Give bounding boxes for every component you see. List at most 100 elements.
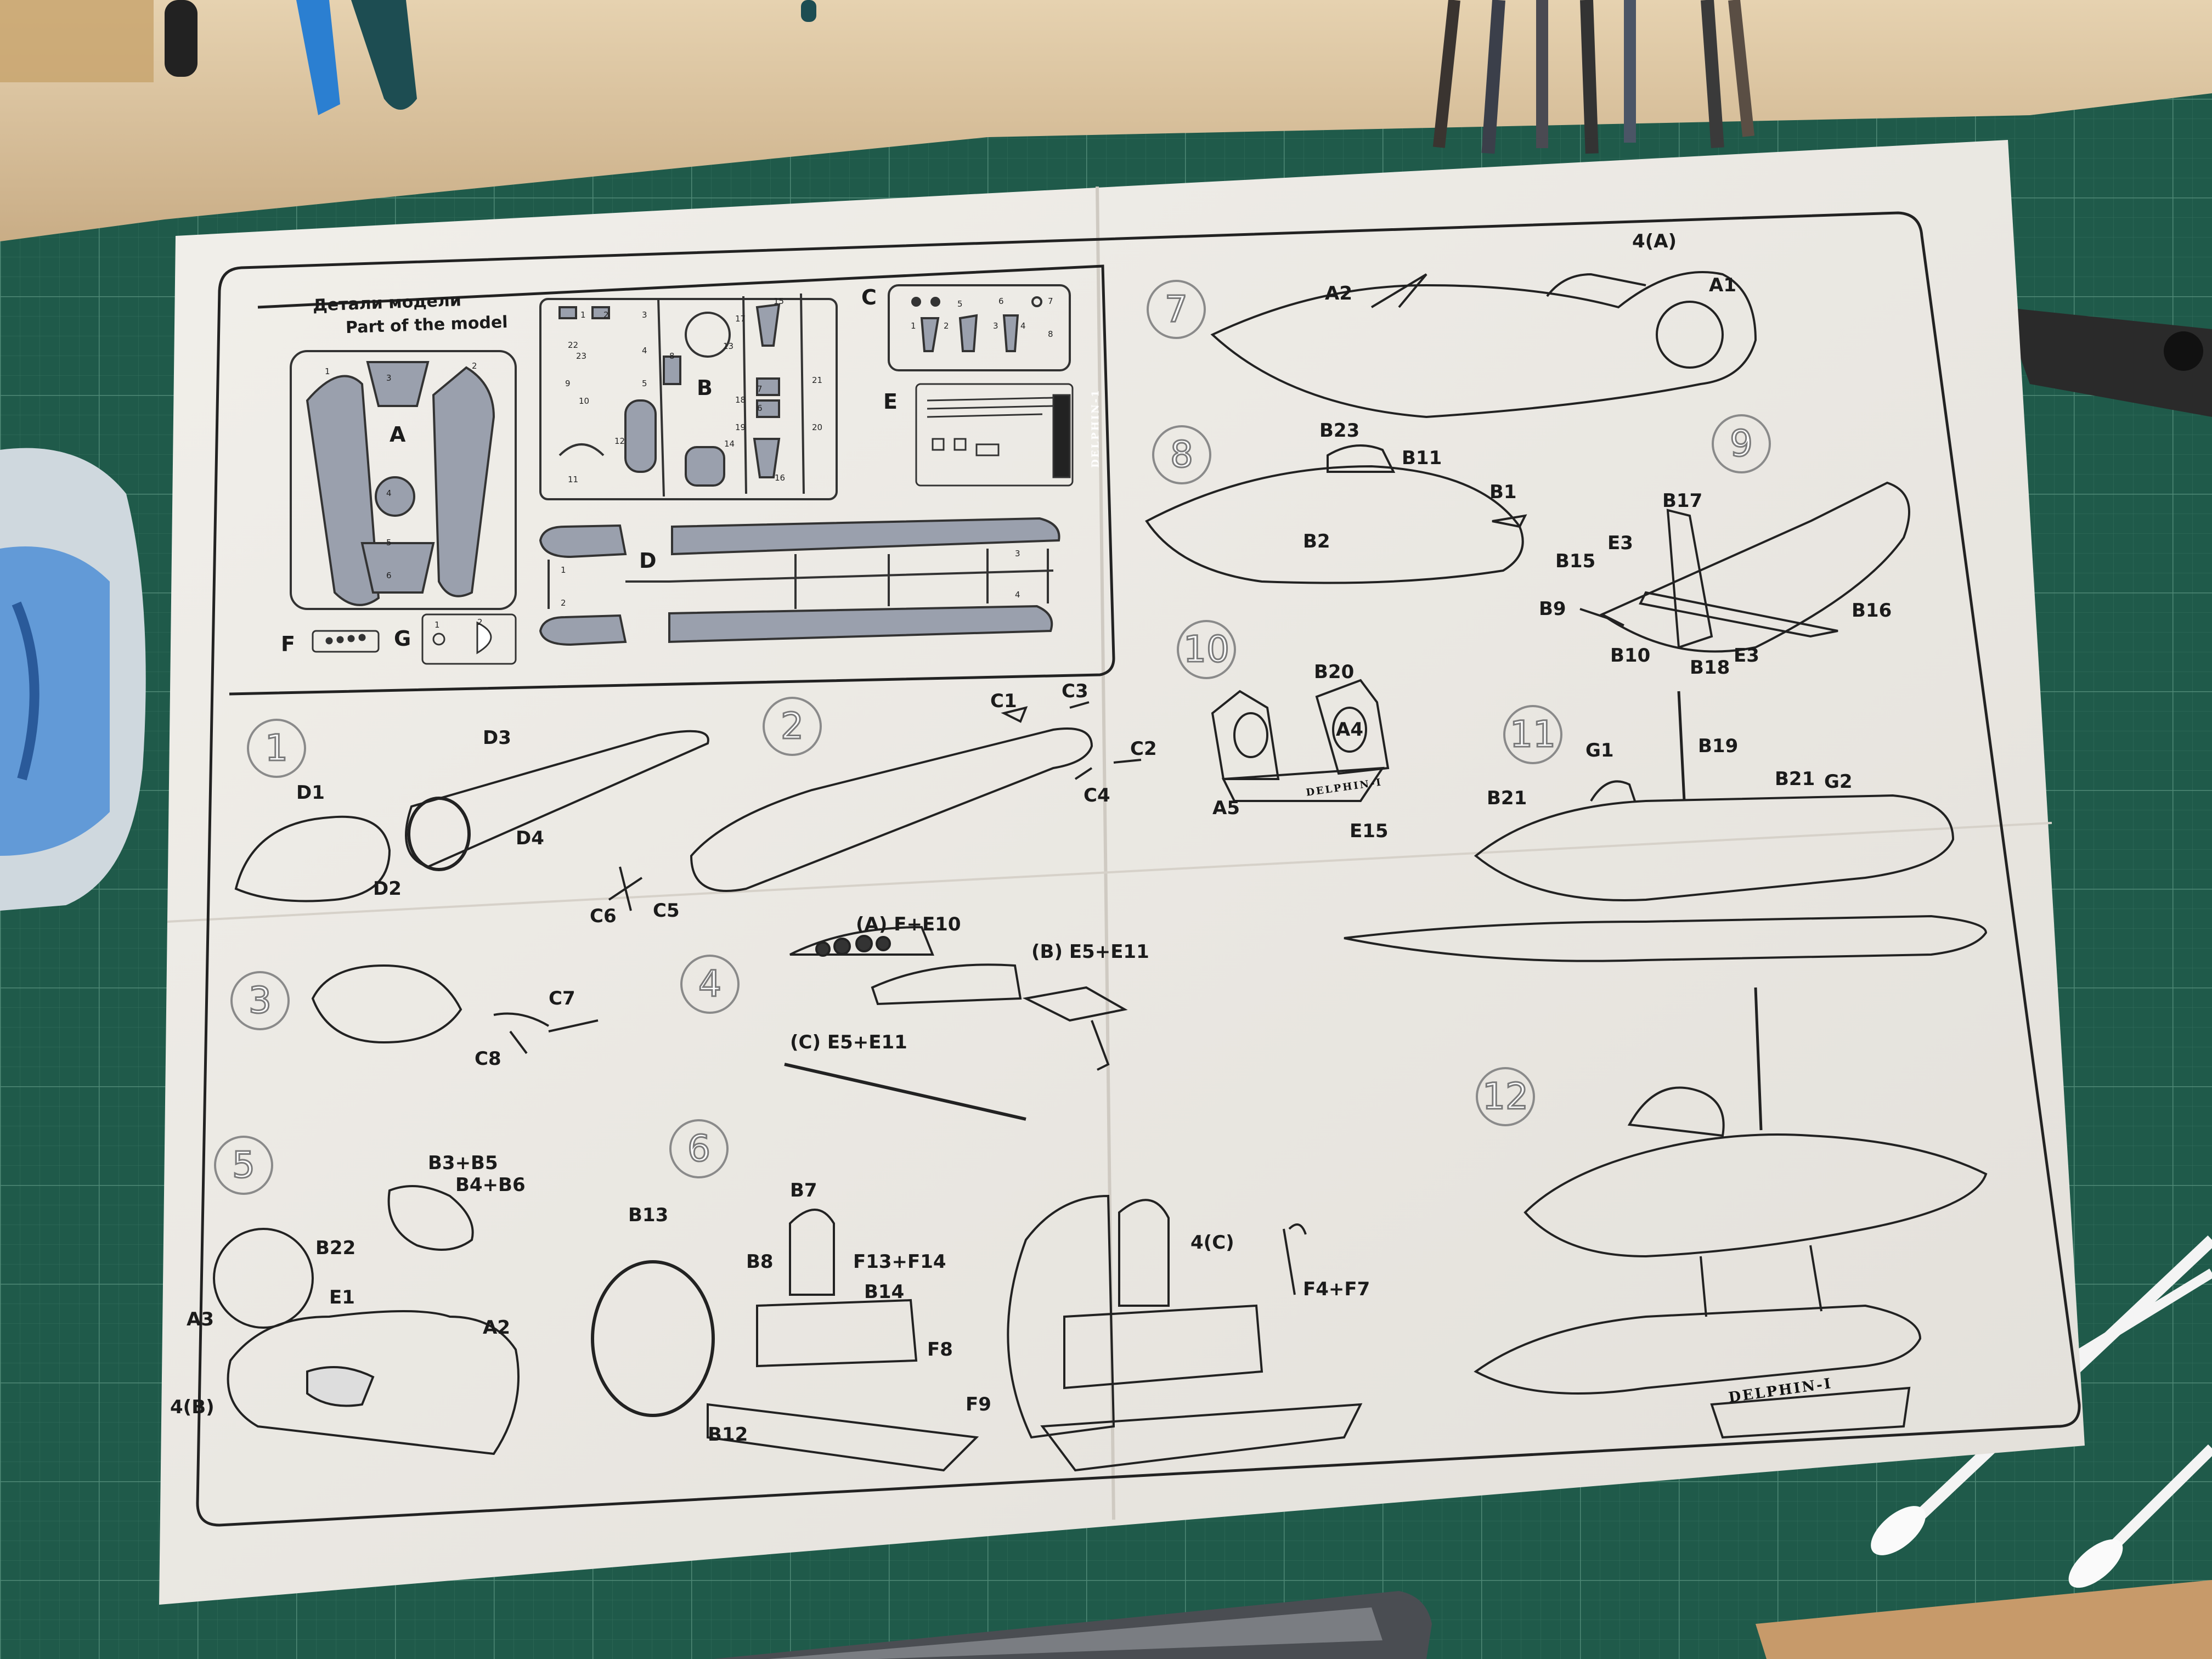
sprue-f-letter: F: [281, 632, 295, 656]
label-c3: C3: [1062, 680, 1088, 702]
sprue-b-letter: B: [697, 376, 713, 400]
step3-art: [311, 964, 599, 1054]
part-number: 15: [774, 296, 785, 306]
part-number: 10: [579, 396, 590, 406]
part-number: 5: [957, 299, 963, 309]
label-c2: C2: [1130, 738, 1157, 760]
label-b4-b6: B4+B6: [455, 1174, 526, 1196]
label-e1: E1: [329, 1286, 355, 1308]
craft-knife: [713, 1591, 1432, 1659]
label-b20: B20: [1314, 661, 1355, 683]
label-c1: C1: [990, 690, 1017, 712]
label-a4: A4: [1336, 719, 1363, 741]
step-number-6: 6: [669, 1119, 729, 1178]
label-f4-f7: F4+F7: [1303, 1278, 1370, 1300]
sprue-d: [539, 517, 1060, 646]
label-a1: A1: [1709, 274, 1736, 296]
part-number: 2: [603, 310, 609, 320]
step-number-1: 1: [247, 719, 306, 778]
step-number-11: 11: [1503, 705, 1562, 764]
part-number: 4: [1015, 590, 1020, 600]
label-f8: F8: [927, 1339, 953, 1361]
part-number: 9: [565, 379, 571, 388]
etch-e: [915, 383, 1074, 487]
part-number: 6: [386, 571, 392, 580]
step9-art: [1579, 481, 1910, 653]
sprue-a: [290, 350, 517, 610]
label-c6: C6: [590, 905, 617, 927]
label-c5: C5: [653, 900, 680, 922]
part-number: 17: [735, 314, 746, 324]
step11-art: [1344, 691, 1988, 962]
step-number-5: 5: [214, 1136, 273, 1195]
part-number: 1: [435, 620, 440, 630]
step-number-3: 3: [230, 971, 290, 1030]
part-number: 3: [993, 321, 998, 331]
label-a2-step5: A2: [483, 1317, 510, 1339]
part-number: 6: [998, 296, 1004, 306]
part-number: 13: [723, 341, 734, 351]
label-g1: G1: [1585, 740, 1614, 761]
part-number: 22: [568, 340, 579, 350]
step5-art: [213, 1185, 520, 1455]
fold-line-horizontal: [167, 822, 2052, 923]
label-a5: A5: [1212, 797, 1240, 819]
step8-art: [1145, 444, 1527, 584]
label-b17: B17: [1662, 490, 1703, 512]
label-b12: B12: [708, 1424, 748, 1446]
label-b15: B15: [1555, 550, 1596, 572]
label-b21-right: B21: [1775, 768, 1815, 790]
label-c8: C8: [475, 1048, 501, 1070]
part-number: 11: [568, 475, 579, 484]
label-b3-b5: B3+B5: [428, 1152, 498, 1174]
label-f9: F9: [966, 1393, 991, 1415]
part-number: 7: [757, 384, 763, 394]
sprue-d-letter: D: [639, 549, 657, 573]
label-d2: D2: [373, 878, 402, 900]
step-number-10: 10: [1177, 620, 1236, 679]
step12-art: [1474, 987, 1988, 1439]
label-ref-4b: 4(B): [170, 1396, 215, 1418]
glass-jar: [0, 448, 146, 911]
label-c7: C7: [549, 988, 575, 1009]
etch-brand: DELPHIN-1: [1090, 388, 1102, 468]
label-b8: B8: [746, 1251, 774, 1273]
label-d3: D3: [483, 727, 511, 749]
part-number: 7: [1048, 296, 1053, 306]
part-number: 3: [642, 310, 647, 320]
sprue-g-letter: G: [394, 627, 411, 651]
label-b23: B23: [1319, 420, 1360, 442]
part-number: 18: [735, 395, 746, 405]
label-ref-4c: 4(C): [1190, 1232, 1234, 1254]
label-e3-lower: E3: [1734, 645, 1759, 667]
step-number-9: 9: [1712, 414, 1771, 473]
label-b18: B18: [1690, 657, 1730, 679]
step6-art: [591, 1209, 979, 1472]
part-number: 2: [472, 361, 477, 371]
sprue-f-g: [312, 613, 517, 665]
part-number: 4: [642, 346, 647, 356]
label-4b: (B) E5+E11: [1031, 941, 1149, 963]
step7-art: [1210, 271, 1757, 419]
label-b7: B7: [790, 1180, 817, 1201]
label-b14: B14: [864, 1281, 905, 1303]
label-b13: B13: [628, 1204, 669, 1226]
part-number: 1: [911, 321, 916, 331]
part-number: 14: [724, 439, 735, 449]
part-number: 8: [669, 351, 675, 361]
part-number: 8: [1048, 329, 1053, 339]
sprue-c: [888, 284, 1071, 371]
label-d4: D4: [516, 827, 544, 849]
part-number: 4: [1020, 321, 1026, 331]
wood-block: [0, 0, 154, 82]
part-number: 1: [325, 366, 330, 376]
label-d1: D1: [296, 782, 325, 804]
step2-art: [608, 701, 1142, 911]
wooden-board: [0, 0, 2212, 241]
sprue-b: [539, 293, 838, 500]
part-number: 5: [642, 379, 647, 388]
step-number-12: 12: [1476, 1067, 1535, 1126]
part-number: 4: [386, 488, 392, 498]
label-f13-f14: F13+F14: [853, 1251, 946, 1273]
